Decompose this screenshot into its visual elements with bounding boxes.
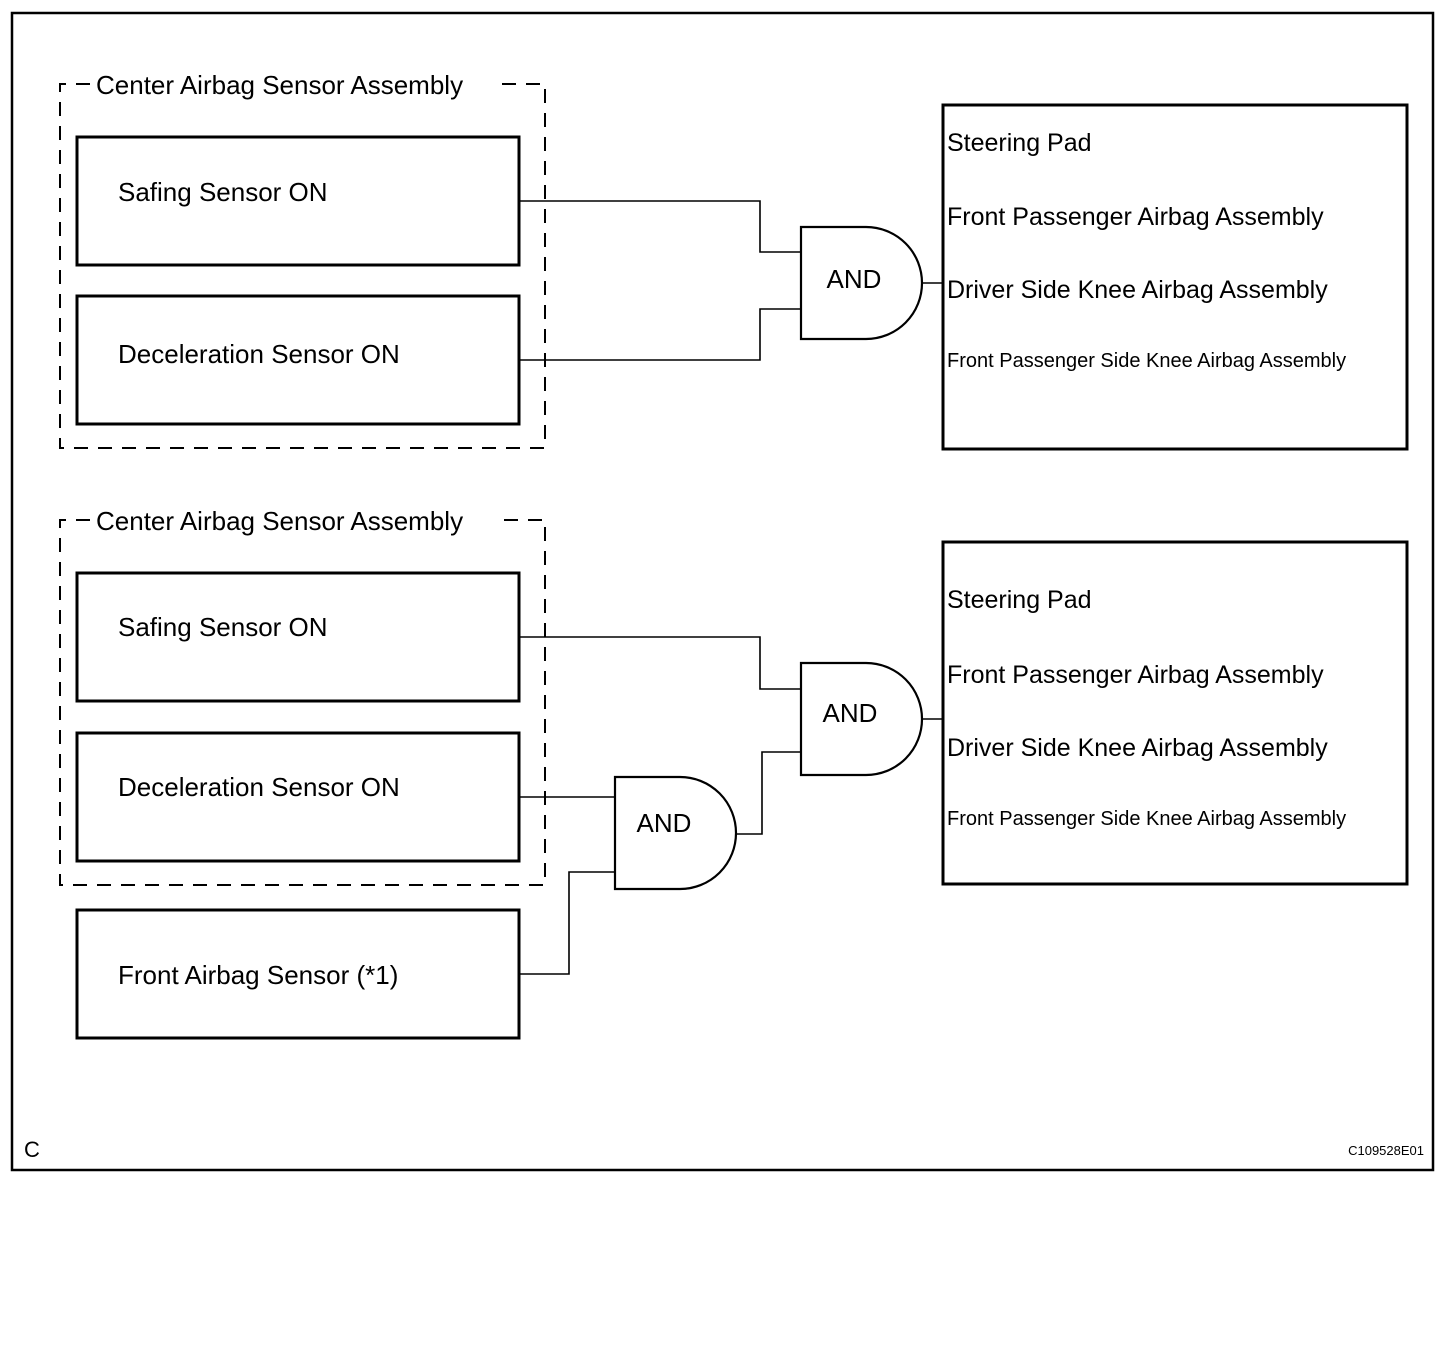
bottom-safing-sensor-box: [75, 571, 521, 703]
top-output-driver-knee-airbag: Driver Side Knee Airbag Assembly: [947, 276, 1328, 304]
front-airbag-sensor-label: Front Airbag Sensor (*1): [118, 960, 398, 990]
bottom-outputs-box: [941, 540, 1409, 886]
front-sensor-wire: [519, 871, 614, 975]
top-outputs-box: [941, 103, 1409, 451]
top-assembly-title: Center Airbag Sensor Assembly: [96, 70, 463, 100]
sub-gate-output-wire: [736, 751, 800, 835]
bottom-safing-wire: [519, 636, 800, 690]
bottom-output-front-passenger-airbag: Front Passenger Airbag Assembly: [947, 661, 1324, 689]
corner-label: C: [24, 1137, 40, 1162]
top-assembly-boundary: [59, 83, 546, 449]
top-and-gate: [799, 225, 924, 341]
top-safing-sensor-box: [75, 135, 521, 267]
bottom-deceleration-sensor-label: Deceleration Sensor ON: [118, 772, 400, 802]
bottom-group: Center Airbag Sensor Assembly Safing Sen…: [59, 506, 1409, 1040]
top-and-gate-label: AND: [827, 264, 882, 294]
bottom-assembly-title: Center Airbag Sensor Assembly: [96, 506, 463, 536]
front-airbag-sensor-box: [75, 908, 521, 1040]
bottom-sub-and-gate-label: AND: [637, 808, 692, 838]
bottom-output-steering-pad: Steering Pad: [947, 586, 1092, 614]
bottom-output-passenger-knee-airbag: Front Passenger Side Knee Airbag Assembl…: [947, 808, 1346, 830]
top-deceleration-sensor-box: [75, 294, 521, 426]
top-output-steering-pad: Steering Pad: [947, 129, 1092, 157]
bottom-main-and-gate: [799, 661, 924, 777]
top-output-passenger-knee-airbag: Front Passenger Side Knee Airbag Assembl…: [947, 350, 1346, 372]
figure-code: C109528E01: [1348, 1143, 1424, 1158]
bottom-deceleration-sensor-box: [75, 731, 521, 863]
bottom-sub-and-gate: [613, 775, 738, 891]
top-output-front-passenger-airbag: Front Passenger Airbag Assembly: [947, 203, 1324, 231]
top-safing-wire: [519, 200, 800, 253]
top-deceleration-wire: [519, 308, 800, 361]
top-deceleration-sensor-label: Deceleration Sensor ON: [118, 339, 400, 369]
bottom-assembly-boundary: [59, 519, 546, 886]
top-safing-sensor-label: Safing Sensor ON: [118, 177, 328, 207]
bottom-safing-sensor-label: Safing Sensor ON: [118, 612, 328, 642]
bottom-main-and-gate-label: AND: [823, 698, 878, 728]
bottom-output-driver-knee-airbag: Driver Side Knee Airbag Assembly: [947, 734, 1328, 762]
top-group: Center Airbag Sensor Assembly Safing Sen…: [59, 70, 1409, 451]
